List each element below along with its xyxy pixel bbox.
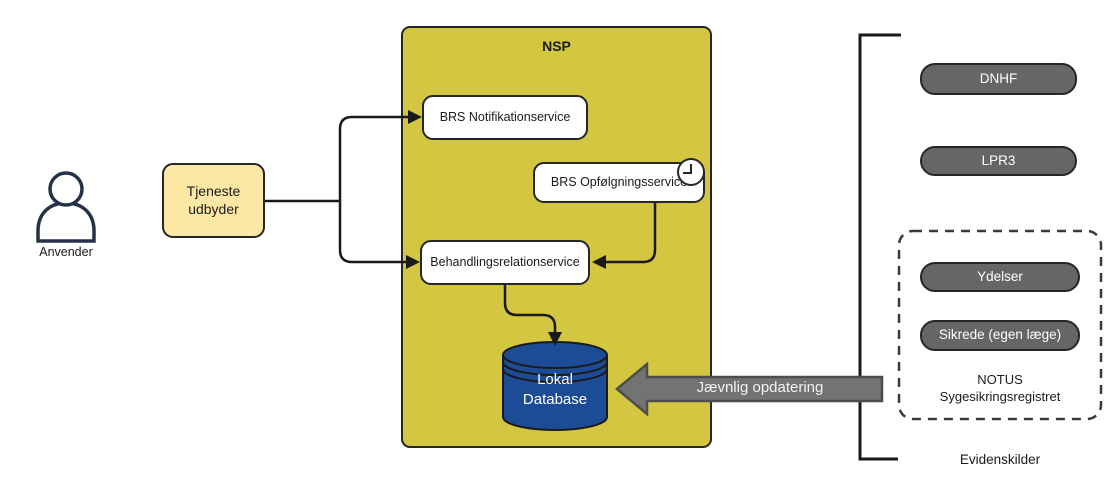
source-dnhf-label: DNHF — [979, 70, 1018, 86]
source-lpr3-box: LPR3 — [920, 146, 1077, 176]
nsp-title: NSP — [542, 38, 571, 54]
source-ydelser-label: Ydelser — [977, 268, 1023, 284]
source-sikrede-box: Sikrede (egen læge) — [920, 320, 1080, 351]
service-provider-label-line2: udbyder — [188, 200, 239, 217]
notus-label-line2: Sygesikringsregistret — [939, 388, 1061, 404]
notus-group-label: NOTUS Sygesikringsregistret — [898, 372, 1102, 406]
database-label-line1: Lokal — [537, 371, 573, 388]
bracket-icon — [858, 33, 901, 461]
source-lpr3-label: LPR3 — [981, 152, 1016, 168]
brs-notification-service-label: BRS Notifikationservice — [439, 109, 571, 124]
connector-to-notification — [338, 115, 408, 201]
source-ydelser-box: Ydelser — [920, 262, 1080, 292]
actor-label: Anvender — [39, 245, 93, 259]
brs-followup-service-label: BRS Opfølgningsservice — [550, 174, 688, 189]
database-label-line2: Database — [522, 391, 588, 409]
connector-to-treatment — [338, 201, 406, 264]
database-label: Lokal Database — [503, 370, 607, 411]
source-dnhf-box: DNHF — [920, 63, 1077, 95]
treatment-relation-service-box: Behandlingsrelationservice — [420, 240, 590, 285]
brs-notification-service-box: BRS Notifikationservice — [422, 95, 588, 140]
person-icon — [36, 171, 96, 243]
service-provider-label-line1: Tjeneste — [186, 183, 241, 199]
brs-followup-service-box: BRS Opfølgningsservice — [533, 162, 705, 203]
evidence-group-label: Evidenskilder — [959, 452, 1041, 467]
service-provider-box: Tjeneste udbyder — [162, 163, 265, 238]
source-sikrede-label: Sikrede (egen læge) — [938, 327, 1062, 343]
update-arrow-label: Jævnlig opdatering — [696, 379, 824, 396]
treatment-relation-service-label: Behandlingsrelationservice — [430, 254, 580, 269]
notus-label-line1: NOTUS — [977, 372, 1023, 387]
